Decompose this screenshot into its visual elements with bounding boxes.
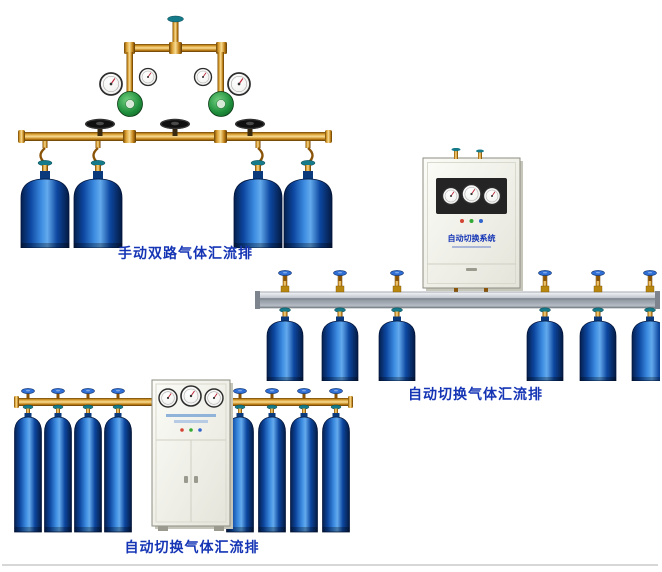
cylinder-station [266,269,304,381]
valve-handwheel [297,387,311,400]
gas-cylinder [266,307,304,381]
header-pipe [124,42,227,54]
gas-cylinder [14,404,42,533]
gas-cylinder [44,404,72,533]
valve-handwheel [333,269,347,282]
valve-handwheel [51,387,65,400]
cylinder-branch [73,141,123,248]
gas-cylinder [579,307,617,381]
valve-handwheel [233,387,247,400]
cylinder-station [226,387,254,533]
gas-cylinder [73,159,123,248]
pressure-gauge [158,388,178,408]
regulator-knob [216,99,226,109]
cabinet-handle [194,476,198,483]
cylinder-station [74,387,102,533]
indicator-led [469,219,474,223]
auto-switch-floor-manifold-illustration [14,379,353,533]
gas-cylinder [20,159,70,248]
valve-handwheel [278,269,292,282]
valve-handwheel [643,269,657,282]
valve-handwheel [591,269,605,282]
manifold-rail [255,291,660,309]
pressure-gauge [461,183,482,205]
indicator-led [180,428,184,432]
regulator-knob [125,99,135,109]
pressure-gauge [204,388,224,408]
gas-cylinder [321,307,359,381]
cylinder-branch [20,141,70,248]
cylinder-station [290,387,318,533]
cylinder-station [44,387,72,533]
gas-cylinder [631,307,660,381]
valve-handwheel [21,387,35,400]
main-manifold-pipe [18,130,332,143]
pressure-gauge [482,186,502,206]
product-caption: 手动双路气体汇流排 [118,246,253,262]
cylinder-station [104,387,132,533]
auto-switch-manifold-illustration: 自动切换系统 [255,148,660,381]
valve-handwheel [265,387,279,400]
gas-cylinder [378,307,416,381]
cabinet-handle [184,476,188,483]
control-cabinet: 自动切换系统 [422,148,523,294]
pressure-gauge [99,72,123,96]
pressure-gauge [193,67,213,87]
product-caption: 自动切换气体汇流排 [124,540,260,556]
pressure-gauge [180,385,202,407]
pressure-gauge [138,67,158,87]
cylinder-station [526,269,564,381]
cylinder-station [321,269,359,381]
pressure-gauge [441,186,461,206]
valve-handwheel [390,269,404,282]
indicator-led [198,428,202,432]
gas-cylinder [74,404,102,533]
page-bottom-rule [2,564,658,566]
valve-handwheel [111,387,125,400]
product-caption: 自动切换气体汇流排 [408,387,543,403]
cylinder-station [322,387,350,533]
valve-handwheel [81,387,95,400]
header-inlet-valve [167,15,184,46]
indicator-led [189,428,193,432]
gas-cylinder [322,404,350,533]
cylinder-station [579,269,617,381]
right-regulator-assembly [193,52,251,117]
cabinet-label: 自动切换系统 [448,233,496,243]
pressure-gauge [227,72,251,96]
cylinder-station [631,269,660,381]
gas-cylinder [258,404,286,533]
cylinder-branch [233,141,283,248]
gas-cylinder [526,307,564,381]
cabinet-handle [466,268,477,271]
indicator-led [479,219,483,223]
valve-handwheel [538,269,552,282]
left-regulator-assembly [99,52,158,117]
gas-cylinder [104,404,132,533]
valve-handwheel [329,387,343,400]
gas-cylinder [290,404,318,533]
manual-dual-manifold-illustration [18,15,333,248]
control-cabinet [151,379,233,531]
cylinder-station [378,269,416,381]
indicator-led [460,219,464,223]
cylinder-station [14,387,42,533]
cylinder-branch [283,141,333,248]
cylinder-station [258,387,286,533]
